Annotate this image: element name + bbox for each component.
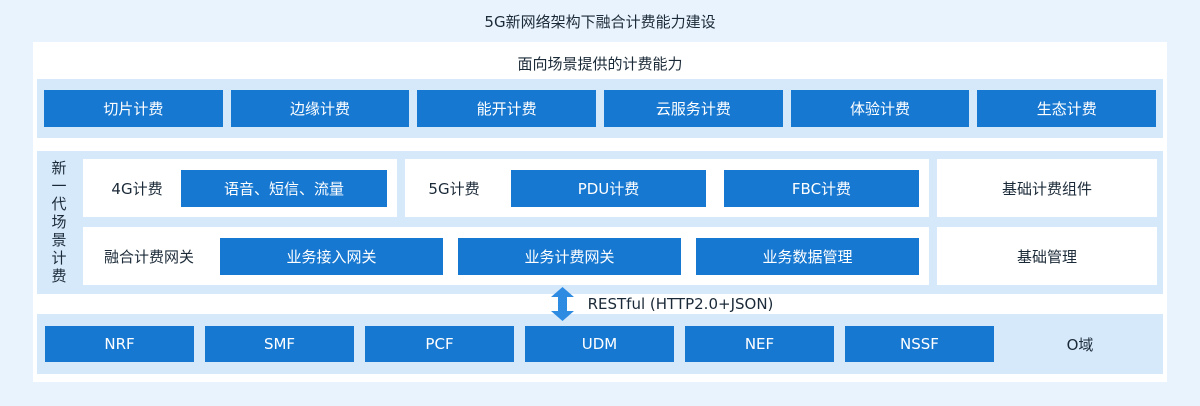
block-data-management: 业务数据管理 bbox=[696, 237, 919, 275]
o-domain-label: O域 bbox=[1066, 335, 1094, 354]
row-5g-box: 5G计费 PDU计费 FBC计费 bbox=[405, 159, 929, 217]
capability-block-ecosystem: 生态计费 bbox=[977, 90, 1157, 127]
row-4g-box: 4G计费 语音、短信、流量 bbox=[83, 159, 397, 217]
nf-block-smf: SMF bbox=[205, 326, 354, 362]
panel-subtitle: 面向场景提供的计费能力 bbox=[517, 55, 683, 73]
capabilities-strip: 切片计费 边缘计费 能开计费 云服务计费 体验计费 生态计费 bbox=[37, 79, 1163, 138]
scenario-row-bottom: 融合计费网关 业务接入网关 业务计费网关 业务数据管理 基础管理 bbox=[83, 227, 1157, 285]
scenario-section: 新一代场景计费 4G计费 语音、短信、流量 5G计费 PDU计费 FBC计费 基… bbox=[37, 151, 1163, 294]
basic-components-box: 基础计费组件 bbox=[937, 159, 1157, 217]
scenario-side-label: 新一代场景计费 bbox=[49, 159, 68, 286]
nf-block-nrf: NRF bbox=[45, 326, 194, 362]
basic-management-box: 基础管理 bbox=[937, 227, 1157, 285]
main-panel: 面向场景提供的计费能力 切片计费 边缘计费 能开计费 云服务计费 体验计费 生态… bbox=[33, 42, 1167, 382]
nf-strip: NRF SMF PCF UDM NEF NSSF O域 bbox=[37, 314, 1163, 374]
nf-block-udm: UDM bbox=[525, 326, 674, 362]
page-title: 5G新网络架构下融合计费能力建设 bbox=[484, 13, 716, 31]
nf-block-nef: NEF bbox=[685, 326, 834, 362]
row-5g-label: 5G计费 bbox=[428, 179, 480, 198]
spacer bbox=[37, 138, 1163, 151]
restful-label: RESTful (HTTP2.0+JSON) bbox=[587, 295, 774, 313]
capability-block-edge: 边缘计费 bbox=[230, 90, 410, 127]
capability-block-slice: 切片计费 bbox=[44, 90, 223, 127]
nf-block-nssf: NSSF bbox=[845, 326, 994, 362]
capability-block-open: 能开计费 bbox=[417, 90, 597, 127]
block-voice-sms-data: 语音、短信、流量 bbox=[181, 169, 387, 207]
double-vertical-arrow-icon bbox=[550, 287, 574, 321]
block-pdu-billing: PDU计费 bbox=[511, 169, 706, 207]
scenario-row-top: 4G计费 语音、短信、流量 5G计费 PDU计费 FBC计费 基础计费组件 bbox=[83, 159, 1157, 217]
gateway-label: 融合计费网关 bbox=[103, 247, 194, 266]
block-fbc-billing: FBC计费 bbox=[724, 169, 919, 207]
scenario-content: 4G计费 语音、短信、流量 5G计费 PDU计费 FBC计费 基础计费组件 融合… bbox=[81, 151, 1163, 294]
block-billing-gateway: 业务计费网关 bbox=[458, 237, 681, 275]
restful-connector: RESTful (HTTP2.0+JSON) bbox=[37, 287, 1163, 321]
nf-block-pcf: PCF bbox=[365, 326, 514, 362]
gateway-box: 融合计费网关 业务接入网关 业务计费网关 业务数据管理 bbox=[83, 227, 929, 285]
capability-block-experience: 体验计费 bbox=[790, 90, 970, 127]
capability-block-cloud: 云服务计费 bbox=[604, 90, 783, 127]
restful-connector-inner: RESTful (HTTP2.0+JSON) bbox=[99, 287, 1200, 321]
block-access-gateway: 业务接入网关 bbox=[220, 237, 443, 275]
row-4g-label: 4G计费 bbox=[111, 179, 163, 198]
